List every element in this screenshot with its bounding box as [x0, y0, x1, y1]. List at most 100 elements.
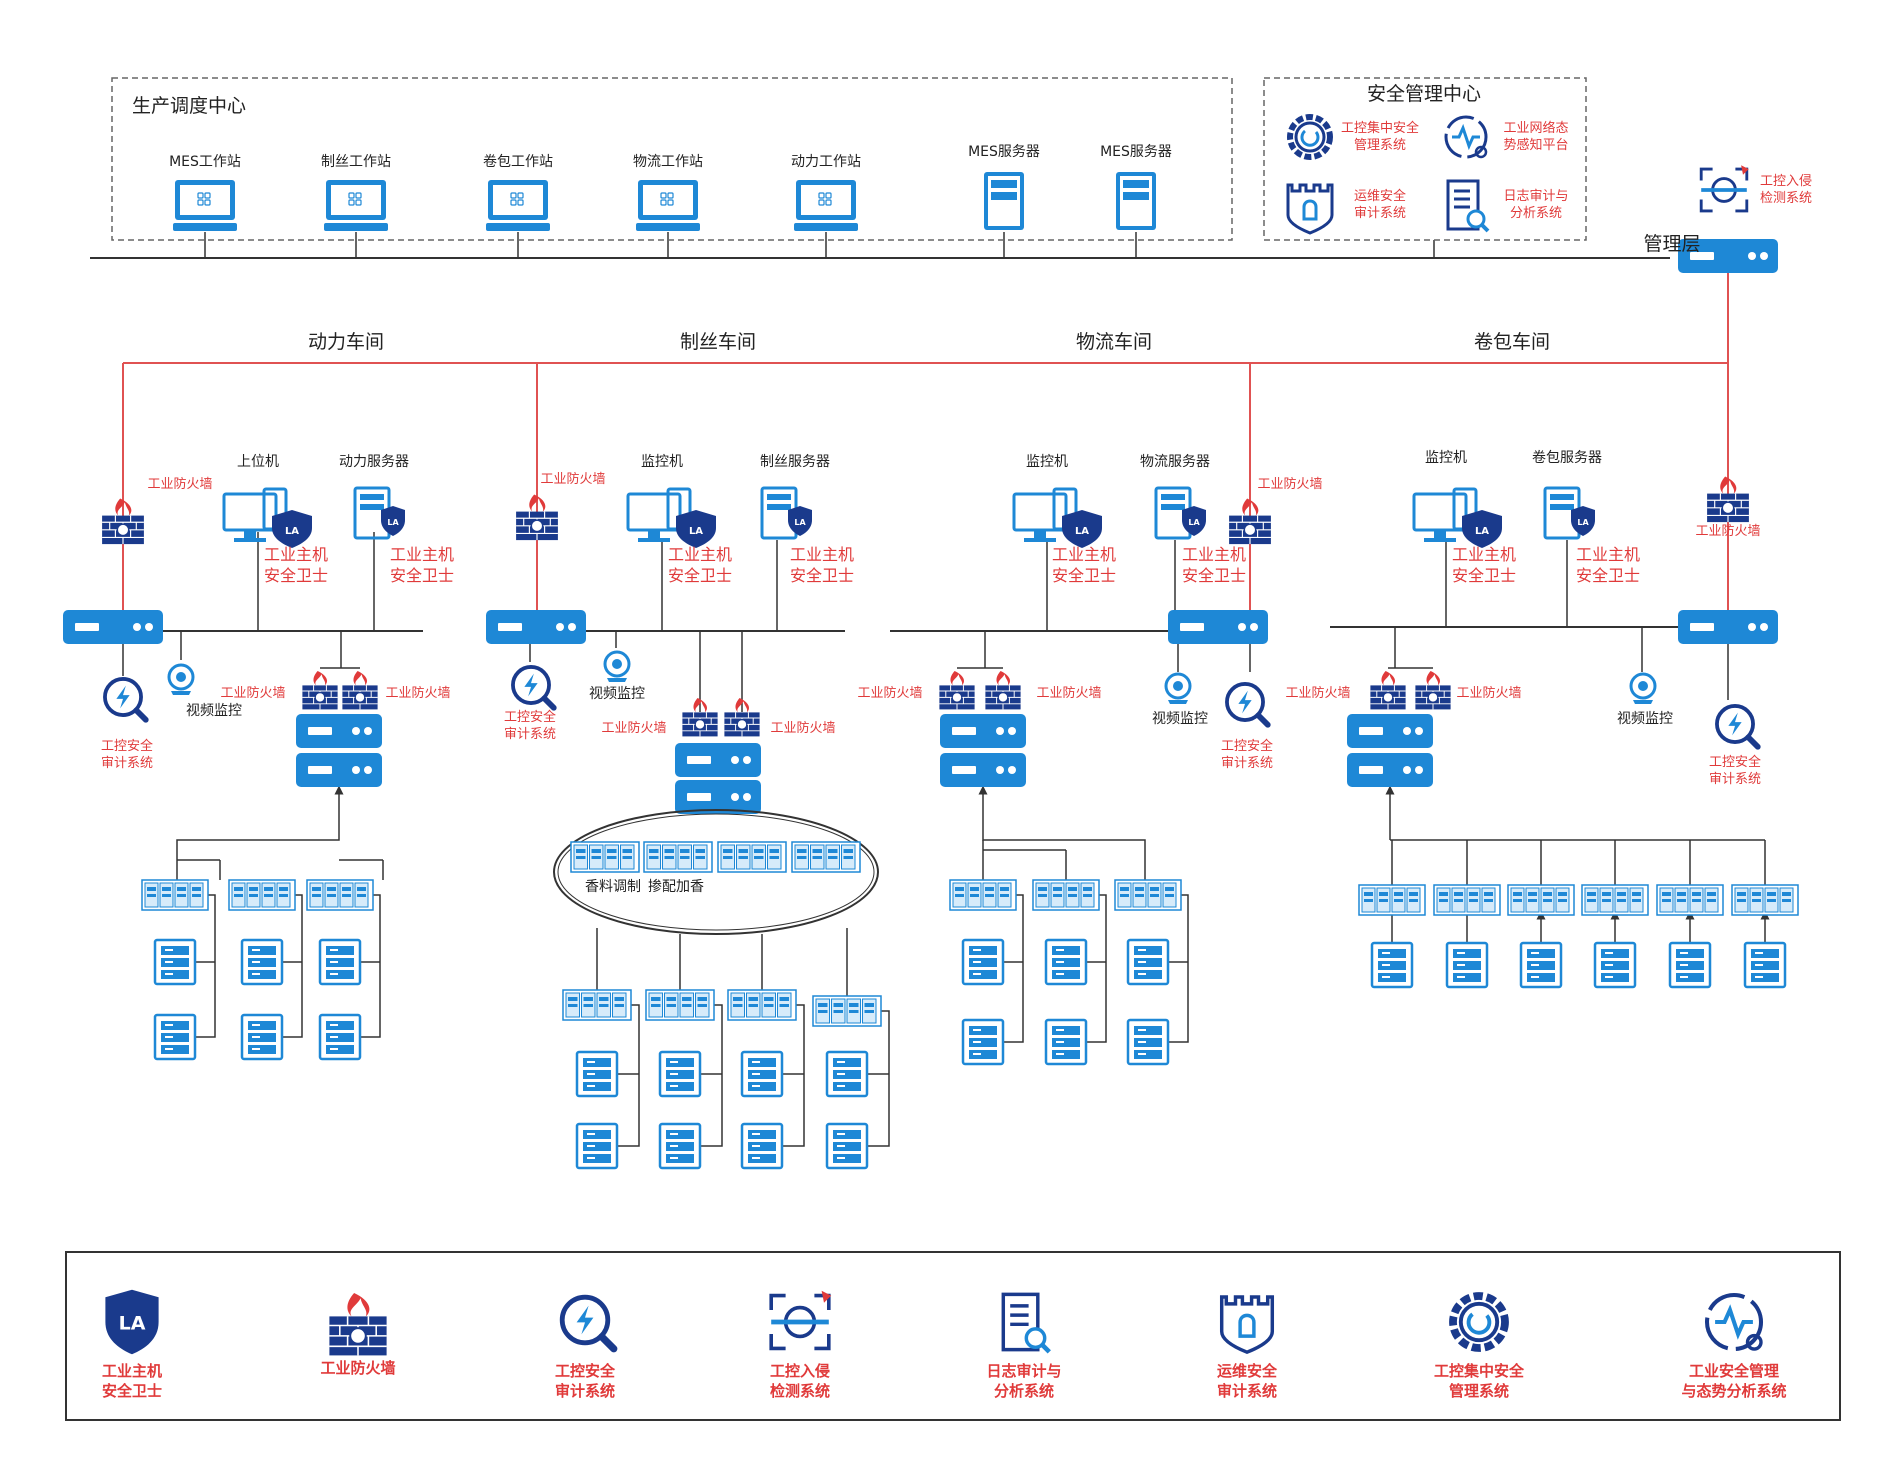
switch-icon — [940, 714, 1026, 748]
audit-label: 审计系统 — [1221, 756, 1273, 771]
server-guard-icon: LA — [1154, 486, 1206, 540]
camera-icon — [603, 650, 631, 682]
legend-label: 日志审计与 — [986, 1362, 1061, 1380]
process-area-inner — [557, 813, 875, 931]
workshop-title: 动力车间 — [308, 331, 384, 353]
legend-label: 与态势分析系统 — [1681, 1382, 1786, 1400]
sec-center-title: 安全管理中心 — [1367, 83, 1481, 105]
host-label: 上位机 — [237, 454, 279, 470]
legend-label: 工业主机 — [102, 1362, 162, 1380]
io-module-icon — [1126, 938, 1170, 986]
ops-audit-icon — [1286, 183, 1334, 235]
io-module-icon — [240, 1013, 284, 1061]
svg-text:LA: LA — [689, 526, 703, 537]
ops-audit-icon — [1219, 1295, 1275, 1355]
io-module-icon — [1370, 941, 1414, 989]
firewall-icon — [516, 494, 558, 541]
camera-icon — [1164, 672, 1192, 704]
switch-icon — [1168, 610, 1268, 644]
process-area — [553, 809, 879, 935]
link-line — [282, 894, 303, 1038]
ids-label: 检测系统 — [1760, 191, 1812, 206]
audit-icon — [1715, 704, 1761, 750]
plc-rack-icon — [1731, 884, 1799, 916]
plc-rack-icon — [1114, 879, 1182, 911]
legend-label: 工控入侵 — [770, 1362, 830, 1380]
link-line — [195, 894, 216, 1038]
host-label: 监控机 — [1026, 454, 1068, 470]
plc-rack-icon — [1433, 884, 1501, 916]
plc-rack-icon — [791, 841, 861, 873]
plc-rack-icon — [570, 841, 640, 873]
host-guard-label: 工业主机 — [1052, 545, 1116, 564]
firewall-icon — [342, 671, 378, 710]
svg-text:LA: LA — [794, 518, 806, 527]
plc-rack-icon — [643, 841, 713, 873]
workshop-title: 卷包车间 — [1474, 331, 1550, 353]
io-module-icon — [575, 1050, 619, 1098]
host-guard-label: 安全卫士 — [264, 566, 328, 585]
plc-rack-icon — [228, 879, 296, 911]
firewall-icon — [1415, 671, 1451, 710]
firewall-icon — [1707, 476, 1749, 523]
layer-label: 管理层 — [1643, 233, 1700, 255]
io-module-icon — [1445, 941, 1489, 989]
plc-rack-icon — [306, 879, 374, 911]
audit-label: 工控安全 — [101, 738, 153, 754]
prod-center-title: 生产调度中心 — [132, 95, 246, 117]
legend-label: 工业防火墙 — [320, 1359, 395, 1377]
gear-icon — [1287, 114, 1333, 160]
firewall-icon — [1229, 498, 1271, 545]
firewall-label: 工业防火墙 — [770, 720, 835, 736]
plc-rack-icon — [1507, 884, 1575, 916]
plc-rack-icon — [717, 841, 787, 873]
host-guard-label: 工业主机 — [264, 545, 328, 564]
switch-icon — [486, 610, 586, 644]
io-module-icon — [740, 1050, 784, 1098]
server-guard-icon: LA — [353, 486, 405, 540]
camera-icon — [167, 663, 195, 695]
server-label: 卷包服务器 — [1532, 450, 1602, 466]
plc-rack-icon — [645, 989, 715, 1021]
server-tower-icon — [984, 172, 1024, 230]
io-module-icon — [1743, 941, 1787, 989]
legend-label: 检测系统 — [770, 1382, 830, 1400]
plc-rack-icon — [1032, 879, 1100, 911]
legend-label: 运维安全 — [1217, 1362, 1278, 1380]
svg-text:LA: LA — [1188, 518, 1200, 527]
plc-rack-icon — [1358, 884, 1426, 916]
server-label: 动力服务器 — [339, 454, 409, 470]
link-line — [782, 1004, 805, 1147]
host-guard-label: 安全卫士 — [790, 566, 854, 585]
host-guard-label: 安全卫士 — [390, 566, 454, 585]
video-label: 视频监控 — [1617, 711, 1673, 727]
workstation-label: 卷包工作站 — [483, 154, 553, 170]
firewall-label: 工业防火墙 — [540, 471, 605, 487]
audit-icon — [103, 677, 149, 723]
host-guard-label: 安全卫士 — [1052, 566, 1116, 585]
host-guard-label: 工业主机 — [1182, 545, 1246, 564]
workstation-icon — [794, 180, 858, 231]
intrusion-detection-icon — [1699, 165, 1749, 213]
sec-item-label: 运维安全 — [1354, 188, 1406, 204]
firewall-label: 工业防火墙 — [601, 720, 666, 736]
legend-label: 分析系统 — [994, 1382, 1054, 1400]
link-line — [1086, 894, 1107, 1043]
audit-label: 工控安全 — [1709, 754, 1761, 770]
switch-icon — [296, 714, 382, 748]
workstation-label: 制丝工作站 — [321, 154, 391, 170]
switch-icon — [63, 610, 163, 644]
switch-icon — [1347, 753, 1433, 787]
situation-icon — [1444, 115, 1488, 159]
workstation-label: 动力工作站 — [791, 154, 861, 170]
io-module-icon — [153, 1013, 197, 1061]
firewall-icon — [724, 698, 760, 737]
switch-icon — [1678, 610, 1778, 644]
io-module-icon — [1668, 941, 1712, 989]
switch-icon — [296, 753, 382, 787]
link-line — [617, 1004, 640, 1147]
ids-label: 工控入侵 — [1760, 173, 1812, 189]
sec-item-label: 分析系统 — [1510, 206, 1562, 221]
io-module-icon — [318, 938, 362, 986]
io-module-icon — [825, 1122, 869, 1170]
